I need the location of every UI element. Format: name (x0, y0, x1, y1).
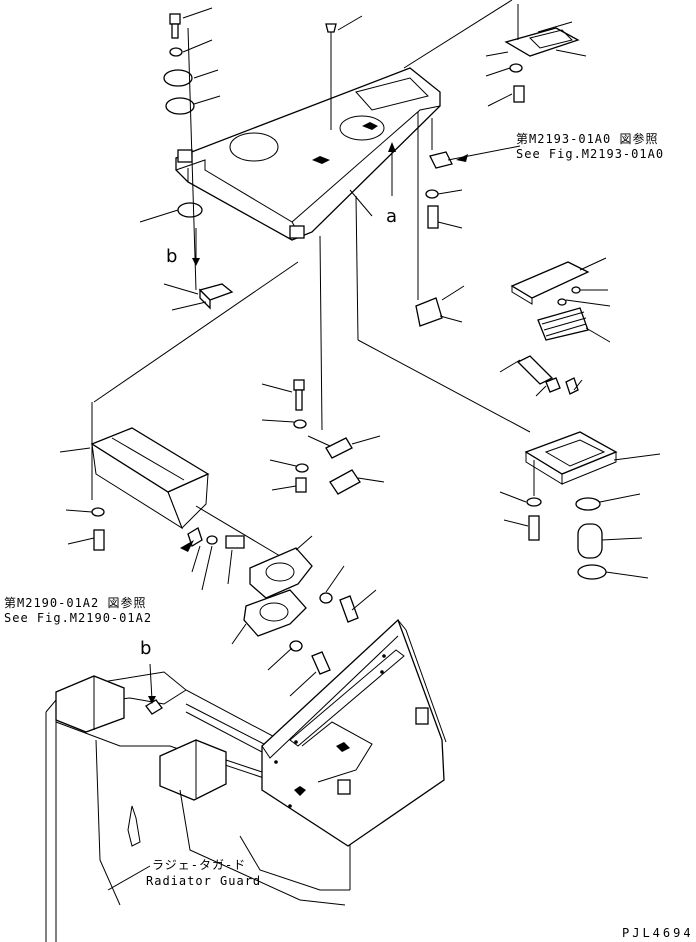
bolt-washer-stack-top-left (139, 7, 221, 291)
cover-panel-and-mesh (510, 257, 611, 343)
ref-m2193-en: See Fig.M2193-01A0 (516, 147, 665, 161)
ref-m2193-jp: 第M2193-01A0 図参照 (516, 132, 659, 146)
middle-bracket-stack (261, 235, 385, 495)
callout-b-bottom-label: b (140, 638, 152, 659)
mount-block-b-top (163, 228, 234, 311)
gasket-plates (231, 535, 377, 697)
radiator-guard-en: Radiator Guard (146, 874, 262, 888)
right-lower-hardware (499, 460, 649, 580)
floor-frame (175, 67, 441, 241)
drawing-code: PJL4694 (622, 926, 694, 940)
right-hardware-stack (425, 118, 521, 229)
right-box-housing (355, 195, 661, 485)
radiator-guard-jp: ラジェ-タガ-ド (152, 858, 247, 872)
right-mount-bracket (415, 112, 465, 327)
radiator-guard-leader (107, 865, 151, 891)
callout-b-top-label: b (166, 246, 178, 267)
callout-a-arrow (349, 142, 396, 217)
ref-m2190-en: See Fig.M2190-01A2 (4, 611, 153, 625)
top-right-bracket (403, 0, 587, 107)
right-bolts-row (499, 355, 583, 397)
radiator-guard-panel (261, 618, 447, 847)
center-bolt (325, 15, 363, 130)
left-duct-assembly (59, 261, 299, 591)
ref-m2190-jp: 第M2190-01A2 図参照 (4, 596, 147, 610)
callout-a-label: a (386, 206, 398, 227)
